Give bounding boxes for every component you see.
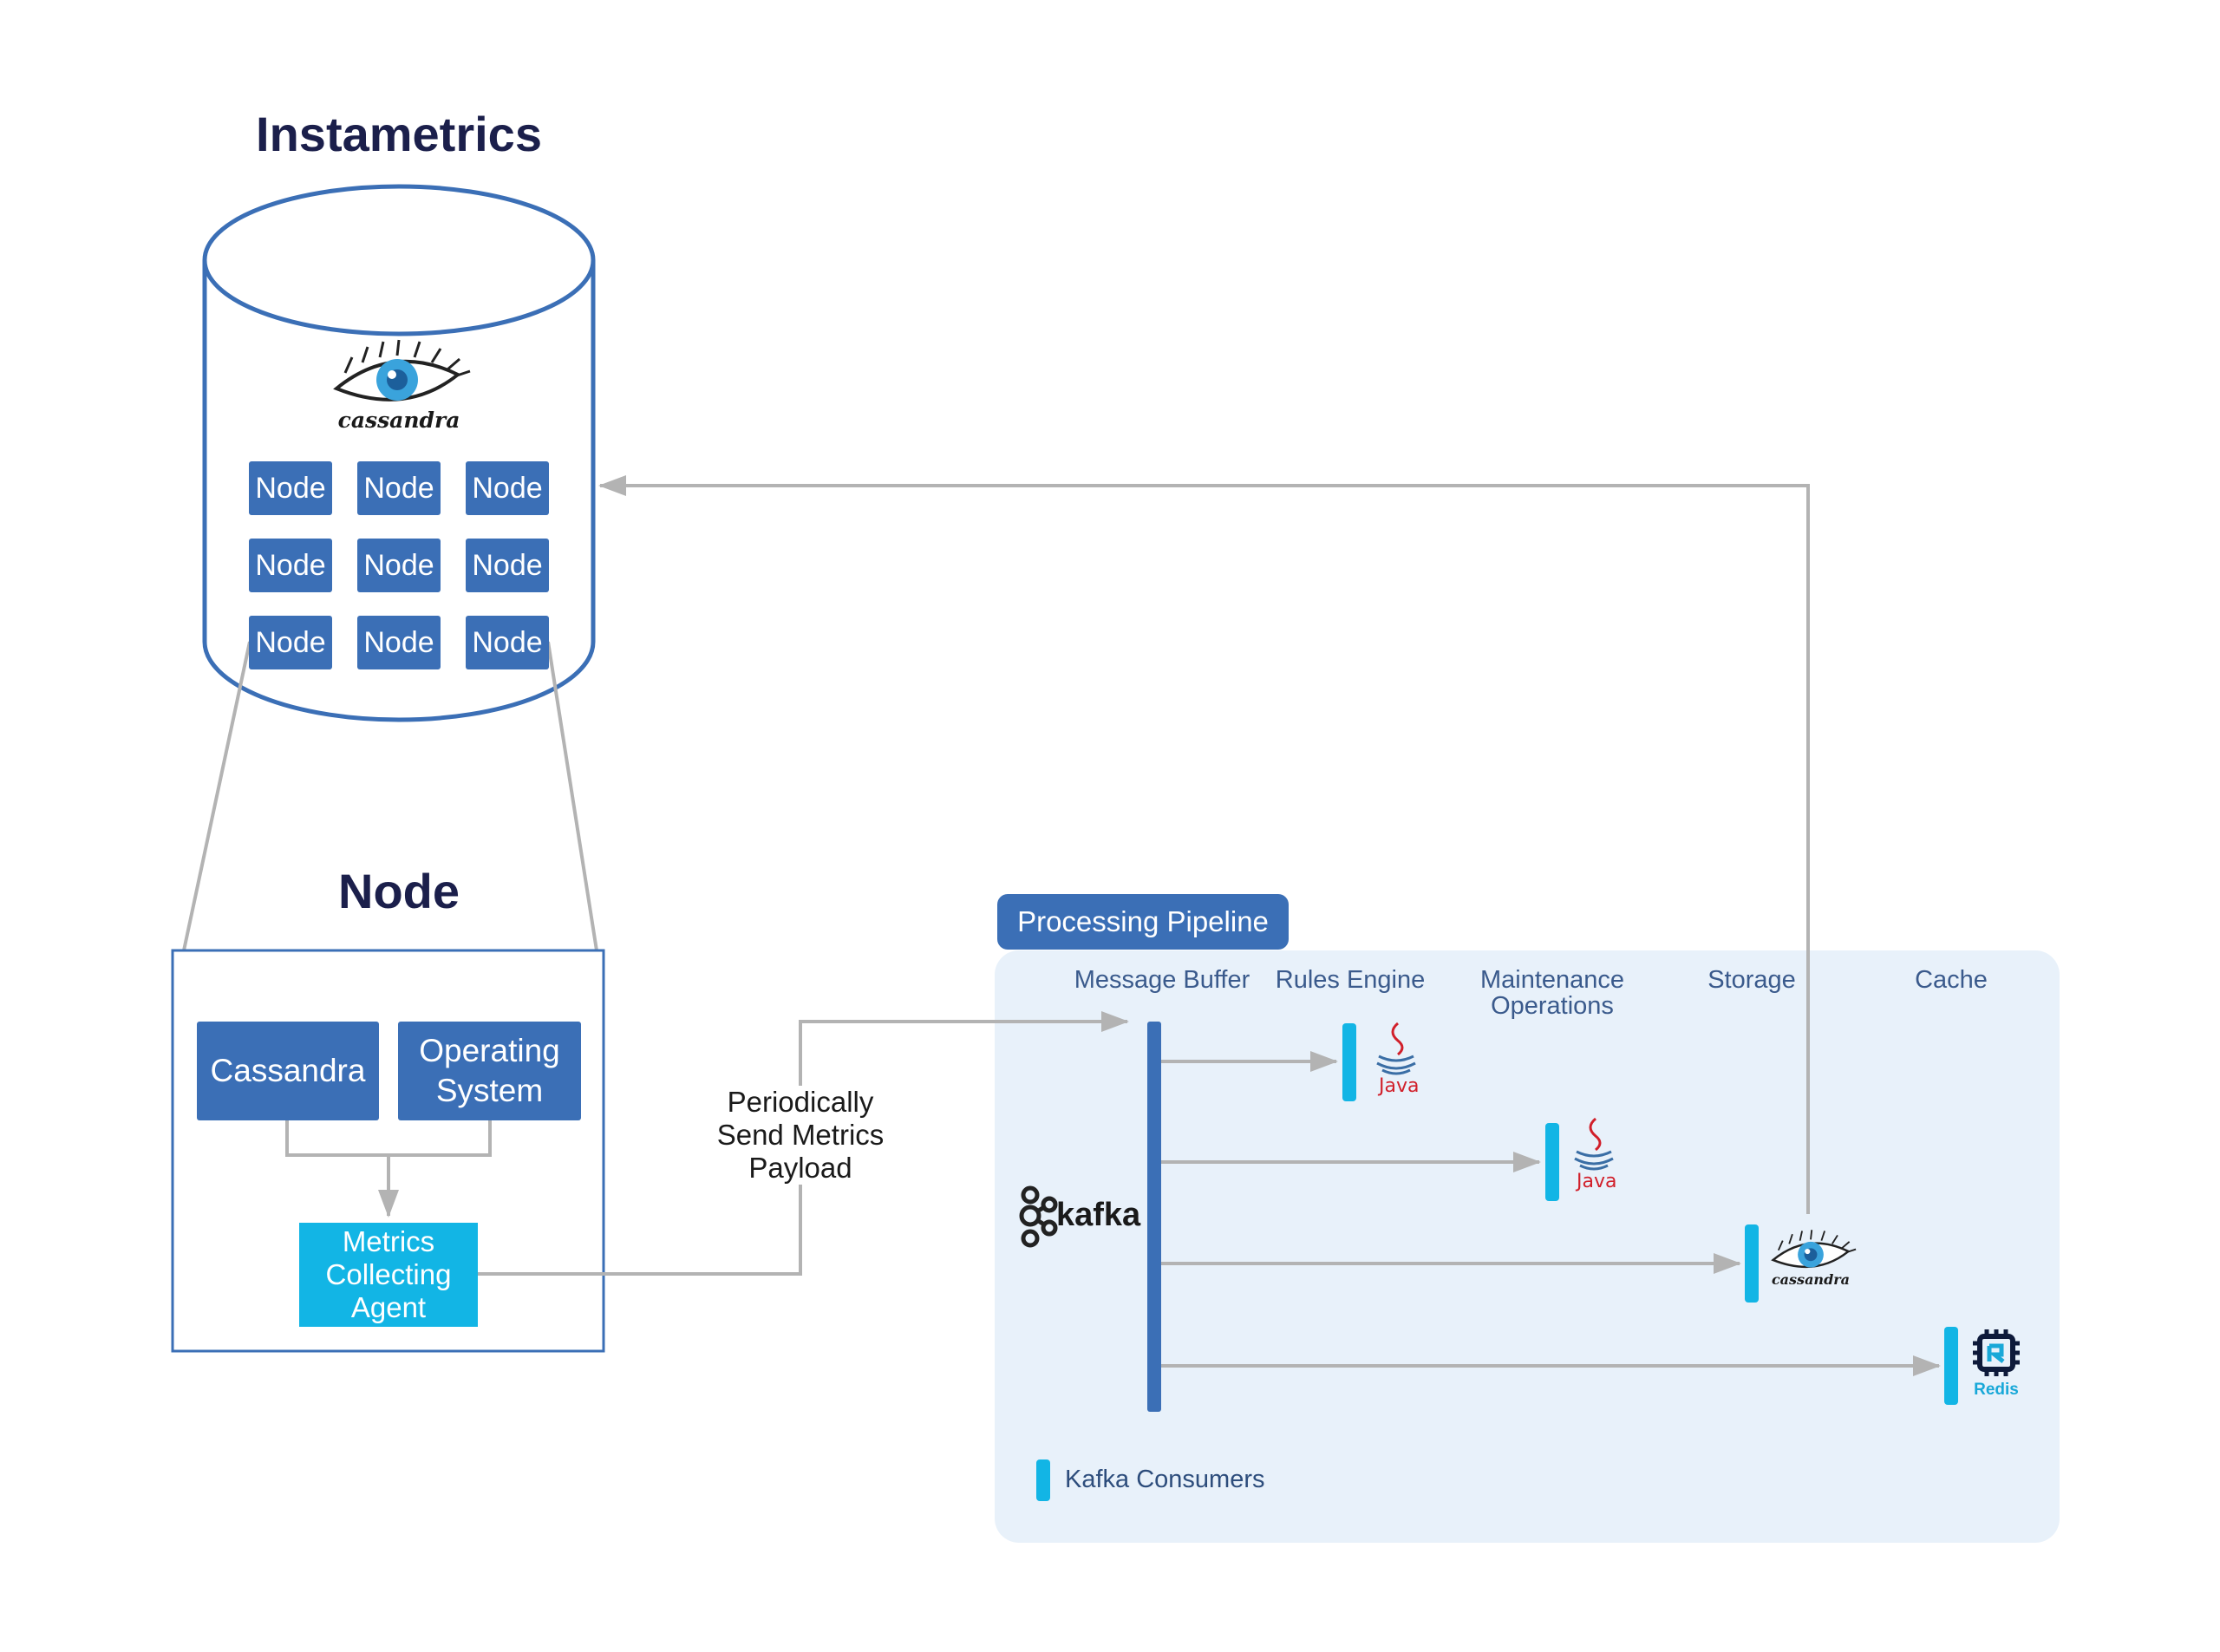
column-message-buffer: Message Buffer xyxy=(1074,966,1250,994)
message-buffer-bar xyxy=(1147,1022,1161,1412)
node-box: Node xyxy=(466,616,549,669)
node-box: Node xyxy=(357,539,441,592)
cassandra-eye-icon xyxy=(333,339,471,402)
cassandra-component: Cassandra xyxy=(197,1022,379,1120)
column-rules-engine: Rules Engine xyxy=(1275,966,1426,994)
pipeline-panel xyxy=(995,950,2060,1543)
instametrics-title: Instametrics xyxy=(256,107,542,161)
processing-pipeline-tab: Processing Pipeline xyxy=(997,894,1289,950)
redis-chip-icon xyxy=(1973,1329,2020,1376)
node-box: Node xyxy=(249,616,332,669)
send-metrics-label: Periodically Send Metrics Payload xyxy=(696,1086,904,1185)
rules-engine-consumer-bar xyxy=(1342,1023,1356,1101)
cache-consumer-bar xyxy=(1944,1327,1958,1405)
maintenance-consumer-bar xyxy=(1545,1123,1559,1201)
column-maintenance-operations: Maintenance Operations xyxy=(1479,966,1625,1020)
legend-label: Kafka Consumers xyxy=(1065,1466,1265,1493)
cassandra-logo-text: cassandra xyxy=(337,408,460,433)
column-storage: Storage xyxy=(1707,966,1796,994)
java-logo-text-maintenance: Java xyxy=(1577,1171,1617,1192)
java-logo-text: Java xyxy=(1379,1075,1420,1097)
node-box: Node xyxy=(466,461,549,515)
node-box: Node xyxy=(249,539,332,592)
storage-consumer-bar xyxy=(1745,1224,1759,1303)
kafka-logo-icon xyxy=(1019,1185,1058,1248)
java-cup-icon xyxy=(1376,1022,1416,1075)
java-cup-icon-maintenance xyxy=(1574,1117,1614,1171)
node-title: Node xyxy=(338,864,460,918)
storage-cassandra-eye-icon xyxy=(1771,1230,1857,1269)
operating-system-component: Operating System xyxy=(398,1022,581,1120)
node-box: Node xyxy=(357,616,441,669)
kafka-logo-text: kafka xyxy=(1056,1197,1141,1233)
metrics-collecting-agent: Metrics Collecting Agent xyxy=(299,1223,478,1327)
zoom-line-right xyxy=(546,641,598,951)
node-box: Node xyxy=(466,539,549,592)
redis-logo-text: Redis xyxy=(1974,1381,2019,1399)
legend-swatch xyxy=(1036,1459,1050,1501)
storage-return-arrow xyxy=(598,475,1810,1214)
column-cache: Cache xyxy=(1915,966,1988,994)
node-box: Node xyxy=(357,461,441,515)
node-box: Node xyxy=(249,461,332,515)
zoom-line-left xyxy=(182,641,251,951)
storage-cassandra-logo-text: cassandra xyxy=(1771,1271,1851,1288)
